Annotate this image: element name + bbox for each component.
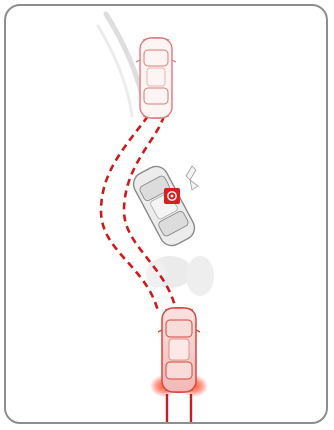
ego-car — [158, 308, 200, 393]
pedestrian-icon — [186, 166, 198, 190]
road-line-right — [98, 26, 132, 116]
swerve-diagram — [6, 6, 328, 424]
shadow-blob — [146, 260, 166, 288]
diagram-frame — [4, 4, 328, 424]
collision-alert-icon — [164, 188, 180, 204]
front-car — [136, 38, 176, 119]
shadow-blob — [186, 256, 214, 296]
